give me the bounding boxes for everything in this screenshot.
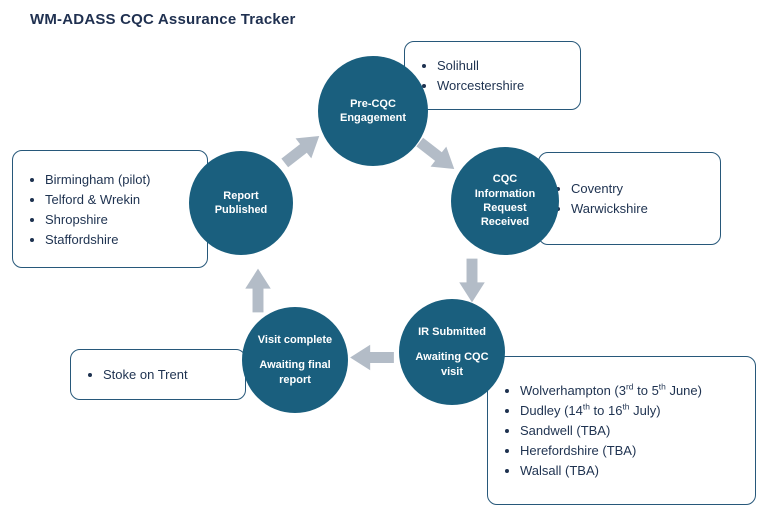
callout-ir-submitted: Wolverhampton (3rd to 5th June) Dudley (… [487,356,756,505]
list-item: Warwickshire [571,201,648,216]
arrow-pre-cqc-to-information-request-icon [416,137,455,169]
list-item: Telford & Wrekin [45,192,150,207]
list-item: Wolverhampton (3rd to 5th June) [520,382,702,398]
stage-report-published: Report Published [189,151,293,255]
stage-label: IR Submitted [418,326,486,339]
callout-visit-complete: Stoke on Trent [70,349,246,400]
list-item: Coventry [571,181,648,196]
callout-list: Coventry Warwickshire [539,176,656,221]
callout-list: Solihull Worcestershire [405,53,532,98]
list-item: Worcestershire [437,78,524,93]
stage-cqc-information-request-received: CQC Information Request Received [451,147,559,255]
callout-report-published: Birmingham (pilot) Telford & Wrekin Shro… [12,150,208,268]
list-item: Stoke on Trent [103,367,188,382]
arrow-information-request-to-ir-submitted-icon [459,258,485,303]
stage-ir-submitted-awaiting-cqc-visit: IR Submitted Awaiting CQC visit [399,299,505,405]
list-item: Staffordshire [45,232,150,247]
list-item: Shropshire [45,212,150,227]
list-item: Dudley (14th to 16th July) [520,402,702,418]
stage-label: CQC Information Request Received [474,173,536,229]
list-item: Birmingham (pilot) [45,172,150,187]
stage-label: Visit complete [257,334,333,347]
stage-pre-cqc-engagement: Pre-CQC Engagement [318,56,428,166]
callout-list: Birmingham (pilot) Telford & Wrekin Shro… [13,167,158,252]
stage-label: Report Published [214,189,268,216]
list-item: Herefordshire (TBA) [520,443,702,458]
list-item: Walsall (TBA) [520,463,702,478]
stage-visit-complete-awaiting-final-report: Visit complete Awaiting final report [242,307,348,413]
callout-list: Stoke on Trent [71,362,196,387]
callout-pre-cqc-engagement: Solihull Worcestershire [404,41,581,110]
arrow-visit-complete-to-report-published-icon [245,268,271,313]
arrow-ir-submitted-to-visit-complete-icon [350,344,394,371]
list-item: Sandwell (TBA) [520,423,702,438]
list-item: Solihull [437,58,524,73]
callout-list: Wolverhampton (3rd to 5th June) Dudley (… [488,378,710,483]
stage-label: Pre-CQC Engagement [339,97,406,124]
stage-sublabel: Awaiting CQC visit [415,351,489,378]
callout-information-request: Coventry Warwickshire [538,152,721,245]
arrow-report-published-to-pre-cqc-icon [281,136,320,168]
stage-sublabel: Awaiting final report [259,359,331,386]
page-title: WM-ADASS CQC Assurance Tracker [30,11,296,28]
